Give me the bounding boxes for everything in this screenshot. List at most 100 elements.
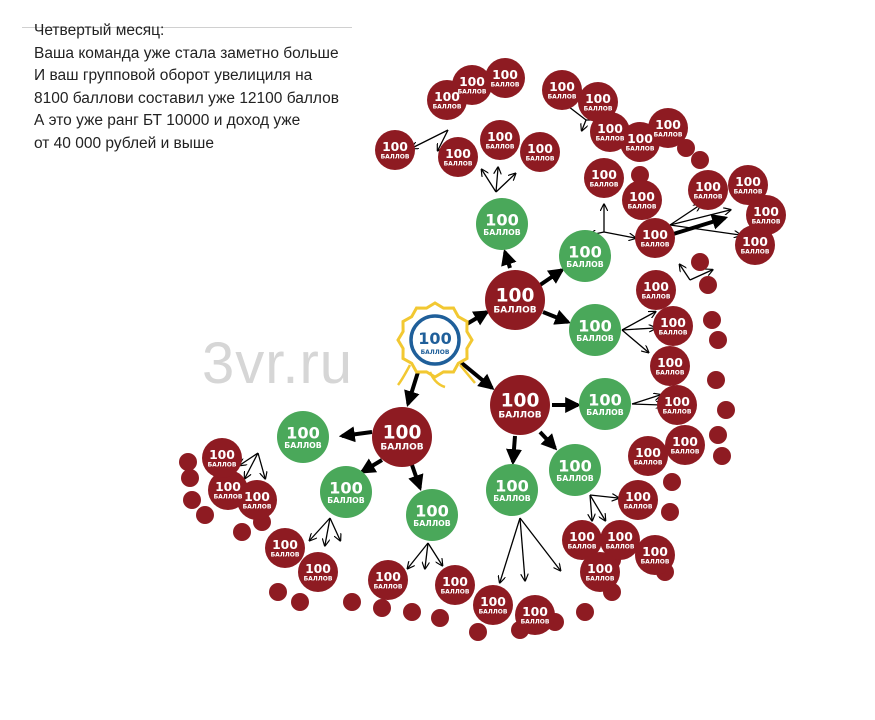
node-value: 100 <box>383 423 422 444</box>
red-node-level3 <box>179 453 197 471</box>
node-value: 100 <box>585 91 611 106</box>
node-value: 100 <box>459 74 485 89</box>
node-unit: БАЛЛОВ <box>694 193 723 200</box>
caption-text: Четвертый месяц: Ваша команда уже стала … <box>34 20 339 155</box>
divider-line <box>22 27 352 28</box>
node-unit: БАЛЛОВ <box>381 153 410 160</box>
node-unit: БАЛЛОВ <box>568 543 597 550</box>
node-unit: БАЛЛОВ <box>590 181 619 188</box>
node-value: 100 <box>607 529 633 544</box>
arrow <box>408 464 424 492</box>
red-node-level3 <box>713 447 731 465</box>
green-node <box>549 444 601 496</box>
red-node-level3 <box>631 166 649 184</box>
node-value: 100 <box>578 316 612 335</box>
node-unit: БАЛЛОВ <box>243 503 272 510</box>
node-value: 100 <box>627 131 653 146</box>
node-unit: БАЛЛОВ <box>628 203 657 210</box>
red-node-level3 <box>699 276 717 294</box>
node-unit: БАЛЛОВ <box>576 334 614 343</box>
node-unit: БАЛЛОВ <box>413 519 451 528</box>
red-node-level3 <box>691 253 709 271</box>
arrow <box>500 517 521 582</box>
red-node-level2 <box>562 520 602 560</box>
red-node-level2 <box>435 565 475 605</box>
red-node-level3 <box>663 473 681 491</box>
node-value: 100 <box>418 329 451 348</box>
node-value: 100 <box>305 561 331 576</box>
arrow <box>501 248 517 269</box>
node-value: 100 <box>657 355 683 370</box>
red-node-level2 <box>473 585 513 625</box>
arrow <box>408 542 429 568</box>
arrow <box>538 430 558 451</box>
node-value: 100 <box>642 227 668 242</box>
red-node-level1 <box>372 407 432 467</box>
arrow <box>245 452 259 478</box>
node-unit: БАЛЛОВ <box>486 143 515 150</box>
node-value: 100 <box>527 141 553 156</box>
node-unit: БАЛЛОВ <box>566 260 604 269</box>
node-value: 100 <box>487 129 513 144</box>
arrow <box>669 205 700 226</box>
node-unit: БАЛЛОВ <box>374 583 403 590</box>
node-value: 100 <box>643 279 669 294</box>
node-value: 100 <box>522 604 548 619</box>
red-node-level3 <box>691 151 709 169</box>
arrow <box>519 517 560 570</box>
red-node-level3 <box>183 491 201 509</box>
node-unit: БАЛЛОВ <box>493 494 531 503</box>
red-node-level3 <box>196 506 214 524</box>
node-value: 100 <box>591 167 617 182</box>
arrow <box>427 542 442 565</box>
caption-line: Четвертый месяц: <box>34 22 165 39</box>
node-unit: БАЛЛОВ <box>433 103 462 110</box>
red-node-level3 <box>717 401 735 419</box>
red-node-level2 <box>375 130 415 170</box>
node-unit: БАЛЛОВ <box>526 155 555 162</box>
arrow <box>669 214 729 237</box>
node-unit: БАЛЛОВ <box>421 349 450 356</box>
node-value: 100 <box>382 139 408 154</box>
node-unit: БАЛЛОВ <box>656 369 685 376</box>
arrow <box>496 168 498 193</box>
node-value: 100 <box>445 146 471 161</box>
red-node-level2 <box>578 82 618 122</box>
red-node-level2 <box>746 195 786 235</box>
arrow <box>582 119 586 130</box>
arrow <box>631 395 660 405</box>
node-unit: БАЛЛОВ <box>586 408 624 417</box>
caption-line: И ваш групповой оборот увелициля на <box>34 67 313 84</box>
node-value: 100 <box>375 569 401 584</box>
red-node-level2 <box>665 425 705 465</box>
node-value: 100 <box>625 489 651 504</box>
red-node-level2 <box>635 535 675 575</box>
root-node <box>396 301 476 389</box>
red-node-level3 <box>661 503 679 521</box>
node-value: 100 <box>329 478 363 497</box>
red-node-level2 <box>628 436 668 476</box>
arrow <box>519 517 525 580</box>
arrow <box>542 309 571 325</box>
arrow <box>325 517 331 545</box>
